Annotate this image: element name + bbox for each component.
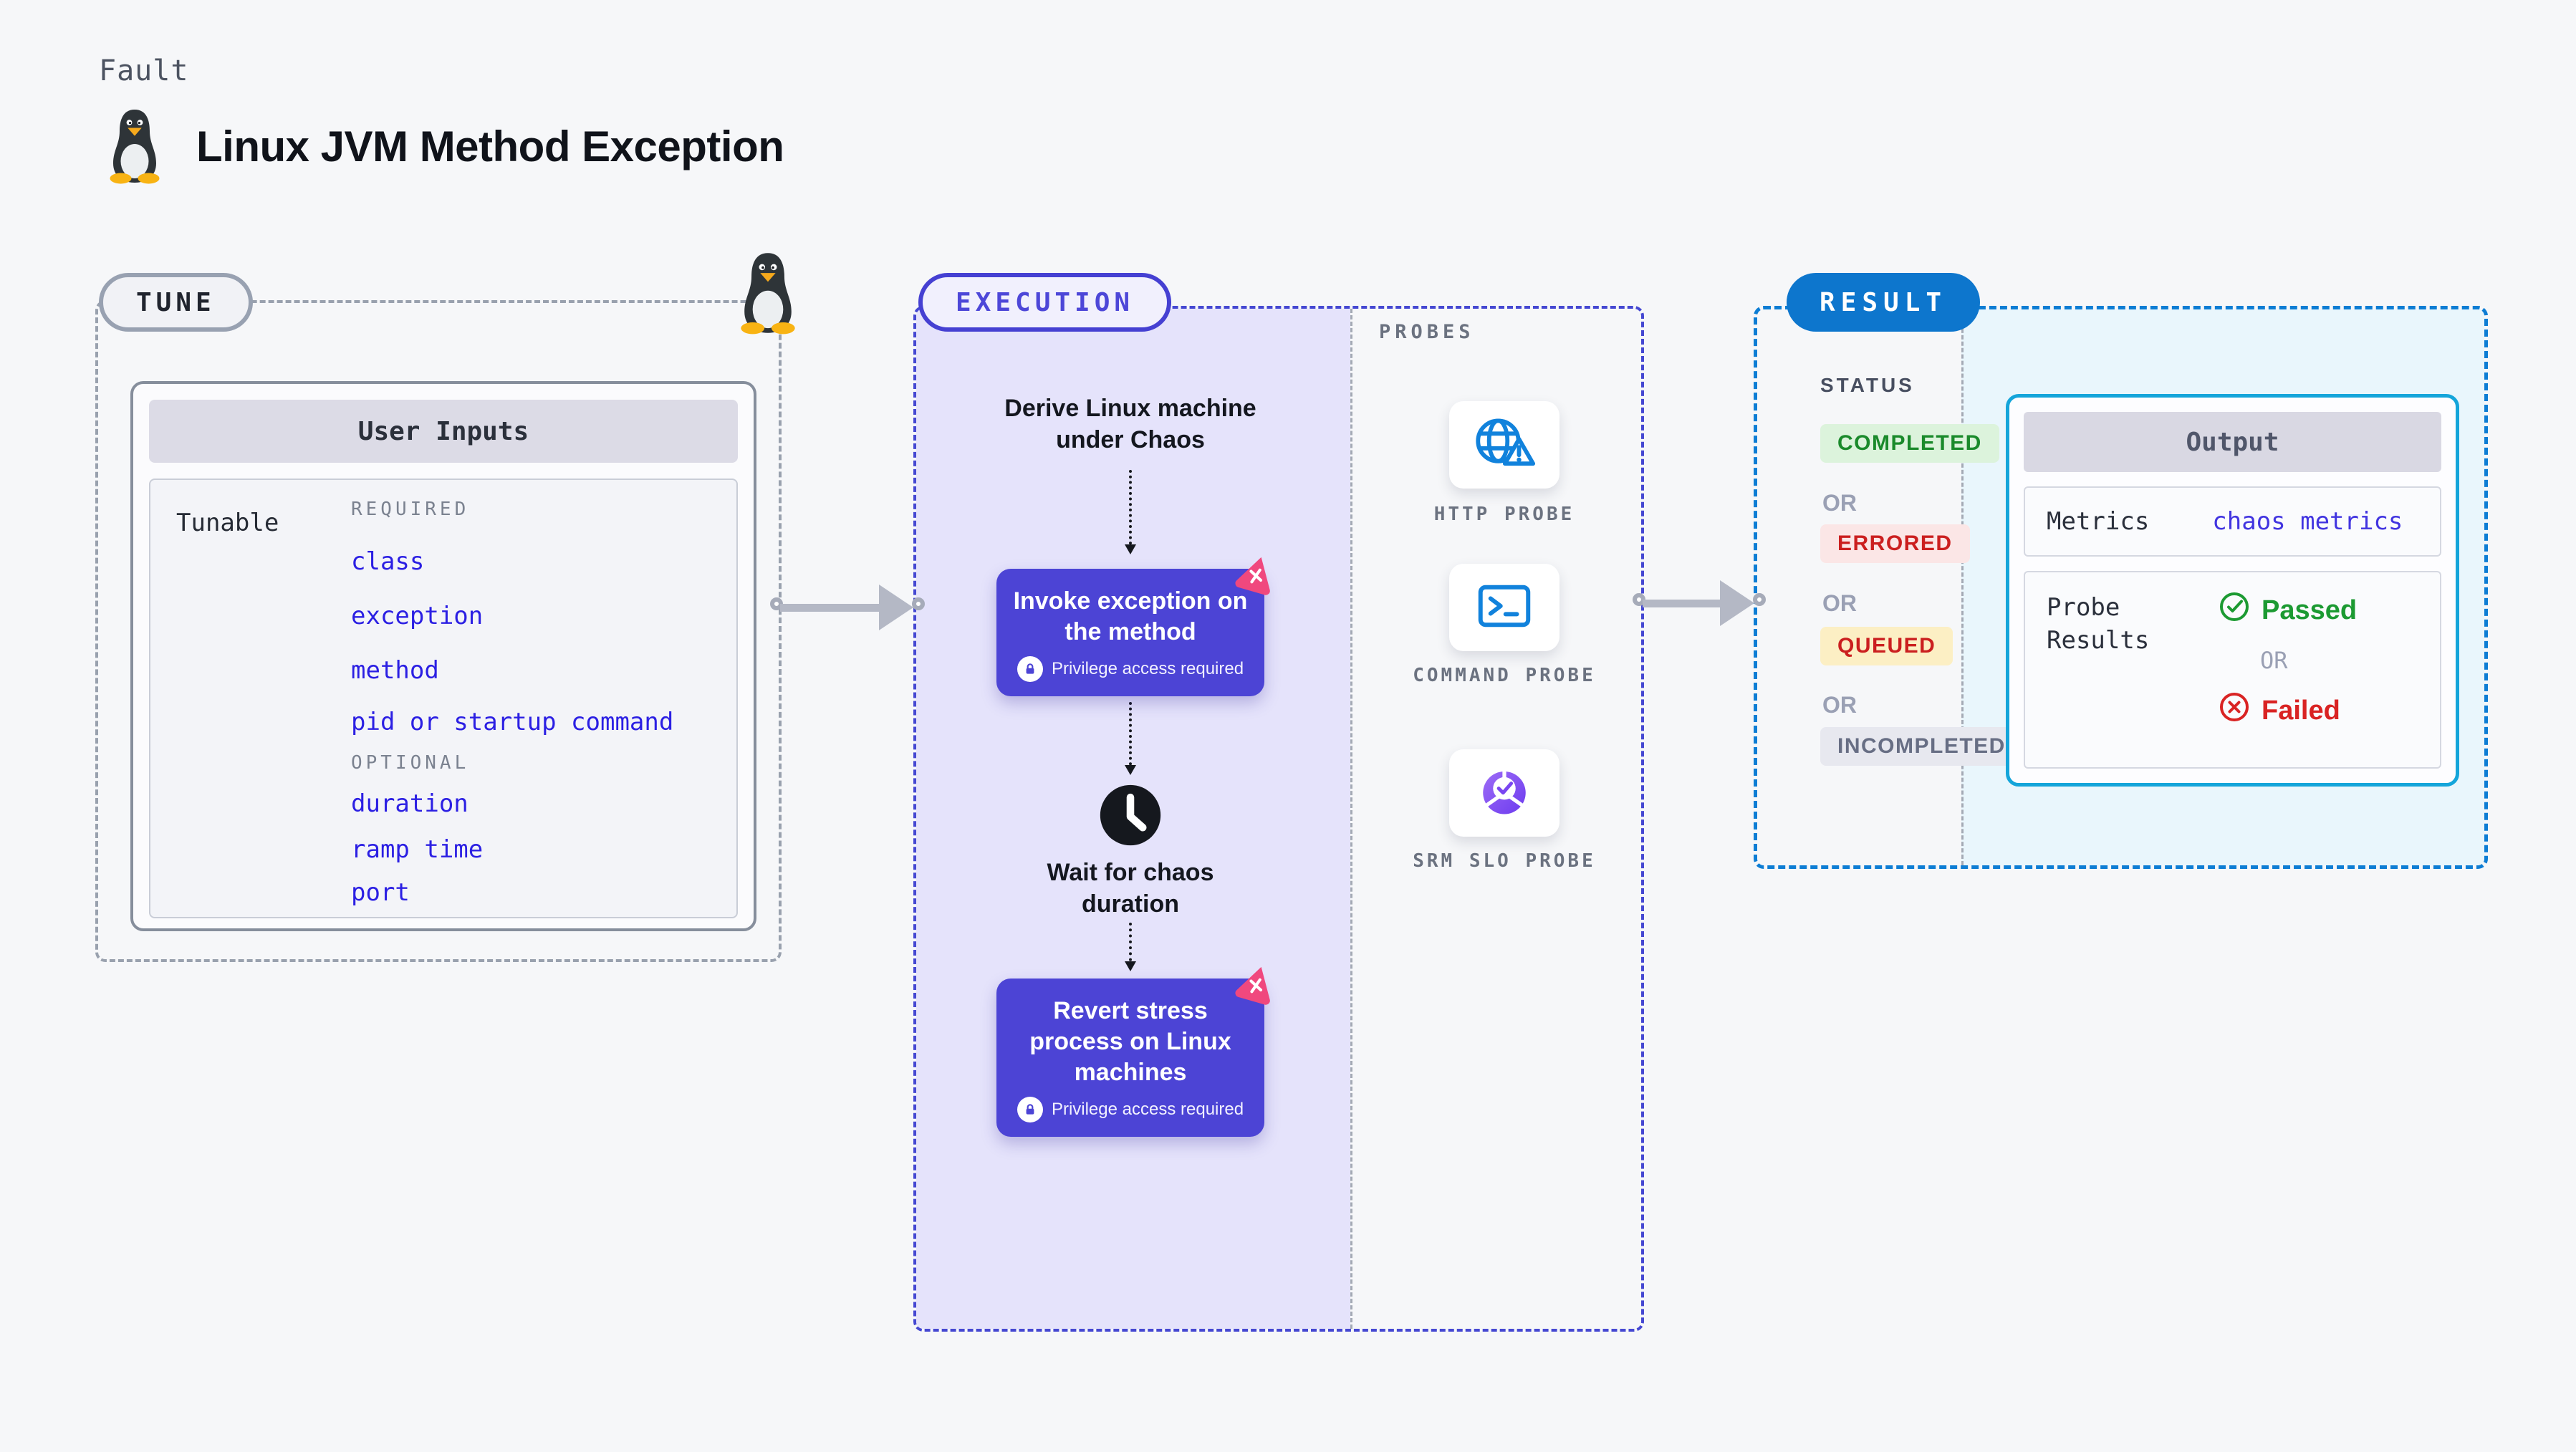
flow-connector-2	[1125, 702, 1136, 775]
lock-icon	[1017, 1097, 1043, 1122]
probe-failed-item: Failed	[2219, 691, 2357, 730]
metrics-label: Metrics	[2047, 507, 2150, 536]
execution-to-result-arrow	[1633, 577, 1766, 629]
x-circle-icon	[2219, 691, 2250, 730]
required-group-label: REQUIRED	[351, 499, 470, 520]
check-circle-icon	[2219, 591, 2250, 630]
optional-group-label: OPTIONAL	[351, 752, 470, 774]
execution-probes-divider	[1350, 309, 1352, 1329]
tunable-link-class[interactable]: class	[351, 547, 425, 576]
flow-connector-1	[1125, 470, 1136, 554]
tunable-link-method[interactable]: method	[351, 656, 439, 685]
output-card: Output Metrics chaos metrics Probe Resul…	[2006, 394, 2459, 787]
http-probe-card	[1449, 401, 1559, 489]
arrow-shaft	[780, 604, 883, 612]
step-derive-text: Derive Linux machine under Chaos	[1004, 395, 1256, 453]
tux-penguin-icon	[102, 107, 168, 185]
chaos-metrics-link[interactable]: chaos metrics	[2212, 507, 2403, 536]
step-revert-text: Revert stress process on Linux machines	[1029, 997, 1231, 1086]
flow-connector-3	[1125, 923, 1136, 971]
tunable-link-pid-or-startup-command[interactable]: pid or startup command	[351, 708, 674, 736]
arrow-shaft	[1643, 600, 1724, 607]
probes-section-label: PROBES	[1379, 321, 1475, 343]
page-title-row: Linux JVM Method Exception	[102, 107, 784, 185]
arrow-head	[879, 585, 913, 630]
step-revert-card: Revert stress process on Linux machines …	[996, 966, 1270, 1137]
status-badge-errored: ERRORED	[1820, 524, 1970, 563]
result-badge: RESULT	[1787, 273, 1981, 332]
arrow-end-dot	[1753, 593, 1766, 606]
user-inputs-title: User Inputs	[149, 400, 738, 463]
chaos-logo-icon	[1233, 550, 1280, 601]
lock-icon	[1017, 656, 1043, 682]
privilege-note: Privilege access required	[1051, 659, 1244, 678]
terminal-icon	[1474, 576, 1534, 640]
tune-to-execution-arrow	[770, 582, 925, 633]
tunable-link-ramp-time[interactable]: ramp time	[351, 835, 484, 864]
result-status-divider	[1961, 309, 1964, 865]
status-badge-incompleted: INCOMPLETED	[1820, 727, 2023, 766]
privilege-row: Privilege access required	[1011, 1097, 1250, 1122]
tunable-link-duration[interactable]: duration	[351, 789, 468, 818]
probe-failed-label: Failed	[2262, 695, 2340, 726]
probe-results-values: Passed OR Failed	[2219, 591, 2357, 749]
user-inputs-card: User Inputs Tunable REQUIRED class excep…	[130, 381, 756, 931]
execution-badge: EXECUTION	[918, 273, 1172, 332]
slo-gauge-icon	[1474, 761, 1534, 825]
command-probe-card	[1449, 564, 1559, 651]
output-title: Output	[2024, 412, 2441, 472]
chaos-logo-icon	[1233, 960, 1280, 1011]
tunable-link-port[interactable]: port	[351, 878, 410, 907]
command-probe-label: COMMAND PROBE	[1413, 665, 1596, 686]
http-probe-label: HTTP PROBE	[1433, 504, 1575, 525]
probe-results-label: Probe Results	[2047, 593, 2150, 655]
status-or-1: OR	[1822, 490, 1857, 516]
step-invoke-card: Invoke exception on the method Privilege…	[996, 557, 1270, 696]
tunable-row-label: Tunable	[176, 509, 279, 537]
step-invoke-text: Invoke exception on the method	[1013, 587, 1248, 645]
page-title: Linux JVM Method Exception	[196, 122, 784, 170]
tux-penguin-corner-icon	[732, 251, 804, 339]
probe-results-row: Probe Results Passed OR	[2024, 571, 2441, 769]
status-or-3: OR	[1822, 692, 1857, 718]
tune-badge: TUNE	[99, 273, 253, 332]
privilege-note: Privilege access required	[1051, 1100, 1244, 1119]
status-column-label: STATUS	[1820, 374, 1915, 396]
status-badge-completed: COMPLETED	[1820, 424, 1999, 463]
tunable-link-exception[interactable]: exception	[351, 602, 484, 630]
status-or-2: OR	[1822, 590, 1857, 616]
metrics-row: Metrics chaos metrics	[2024, 486, 2441, 557]
user-inputs-table: Tunable REQUIRED class exception method …	[149, 479, 738, 918]
clock-icon	[1097, 782, 1163, 852]
probe-passed-item: Passed	[2219, 591, 2357, 630]
fault-kicker: Fault	[99, 54, 189, 87]
globe-warning-icon	[1470, 414, 1539, 476]
probe-results-or: OR	[2260, 647, 2288, 674]
arrow-end-dot	[912, 597, 925, 610]
arrow-head	[1720, 580, 1754, 626]
step-wait-text: Wait for chaos duration	[1047, 859, 1214, 918]
probe-passed-label: Passed	[2262, 595, 2358, 625]
srm-slo-probe-card	[1449, 749, 1559, 837]
status-badge-queued: QUEUED	[1820, 627, 1953, 665]
tune-section-box	[95, 300, 782, 962]
privilege-row: Privilege access required	[1011, 656, 1250, 682]
srm-slo-probe-label: SRM SLO PROBE	[1413, 850, 1596, 872]
